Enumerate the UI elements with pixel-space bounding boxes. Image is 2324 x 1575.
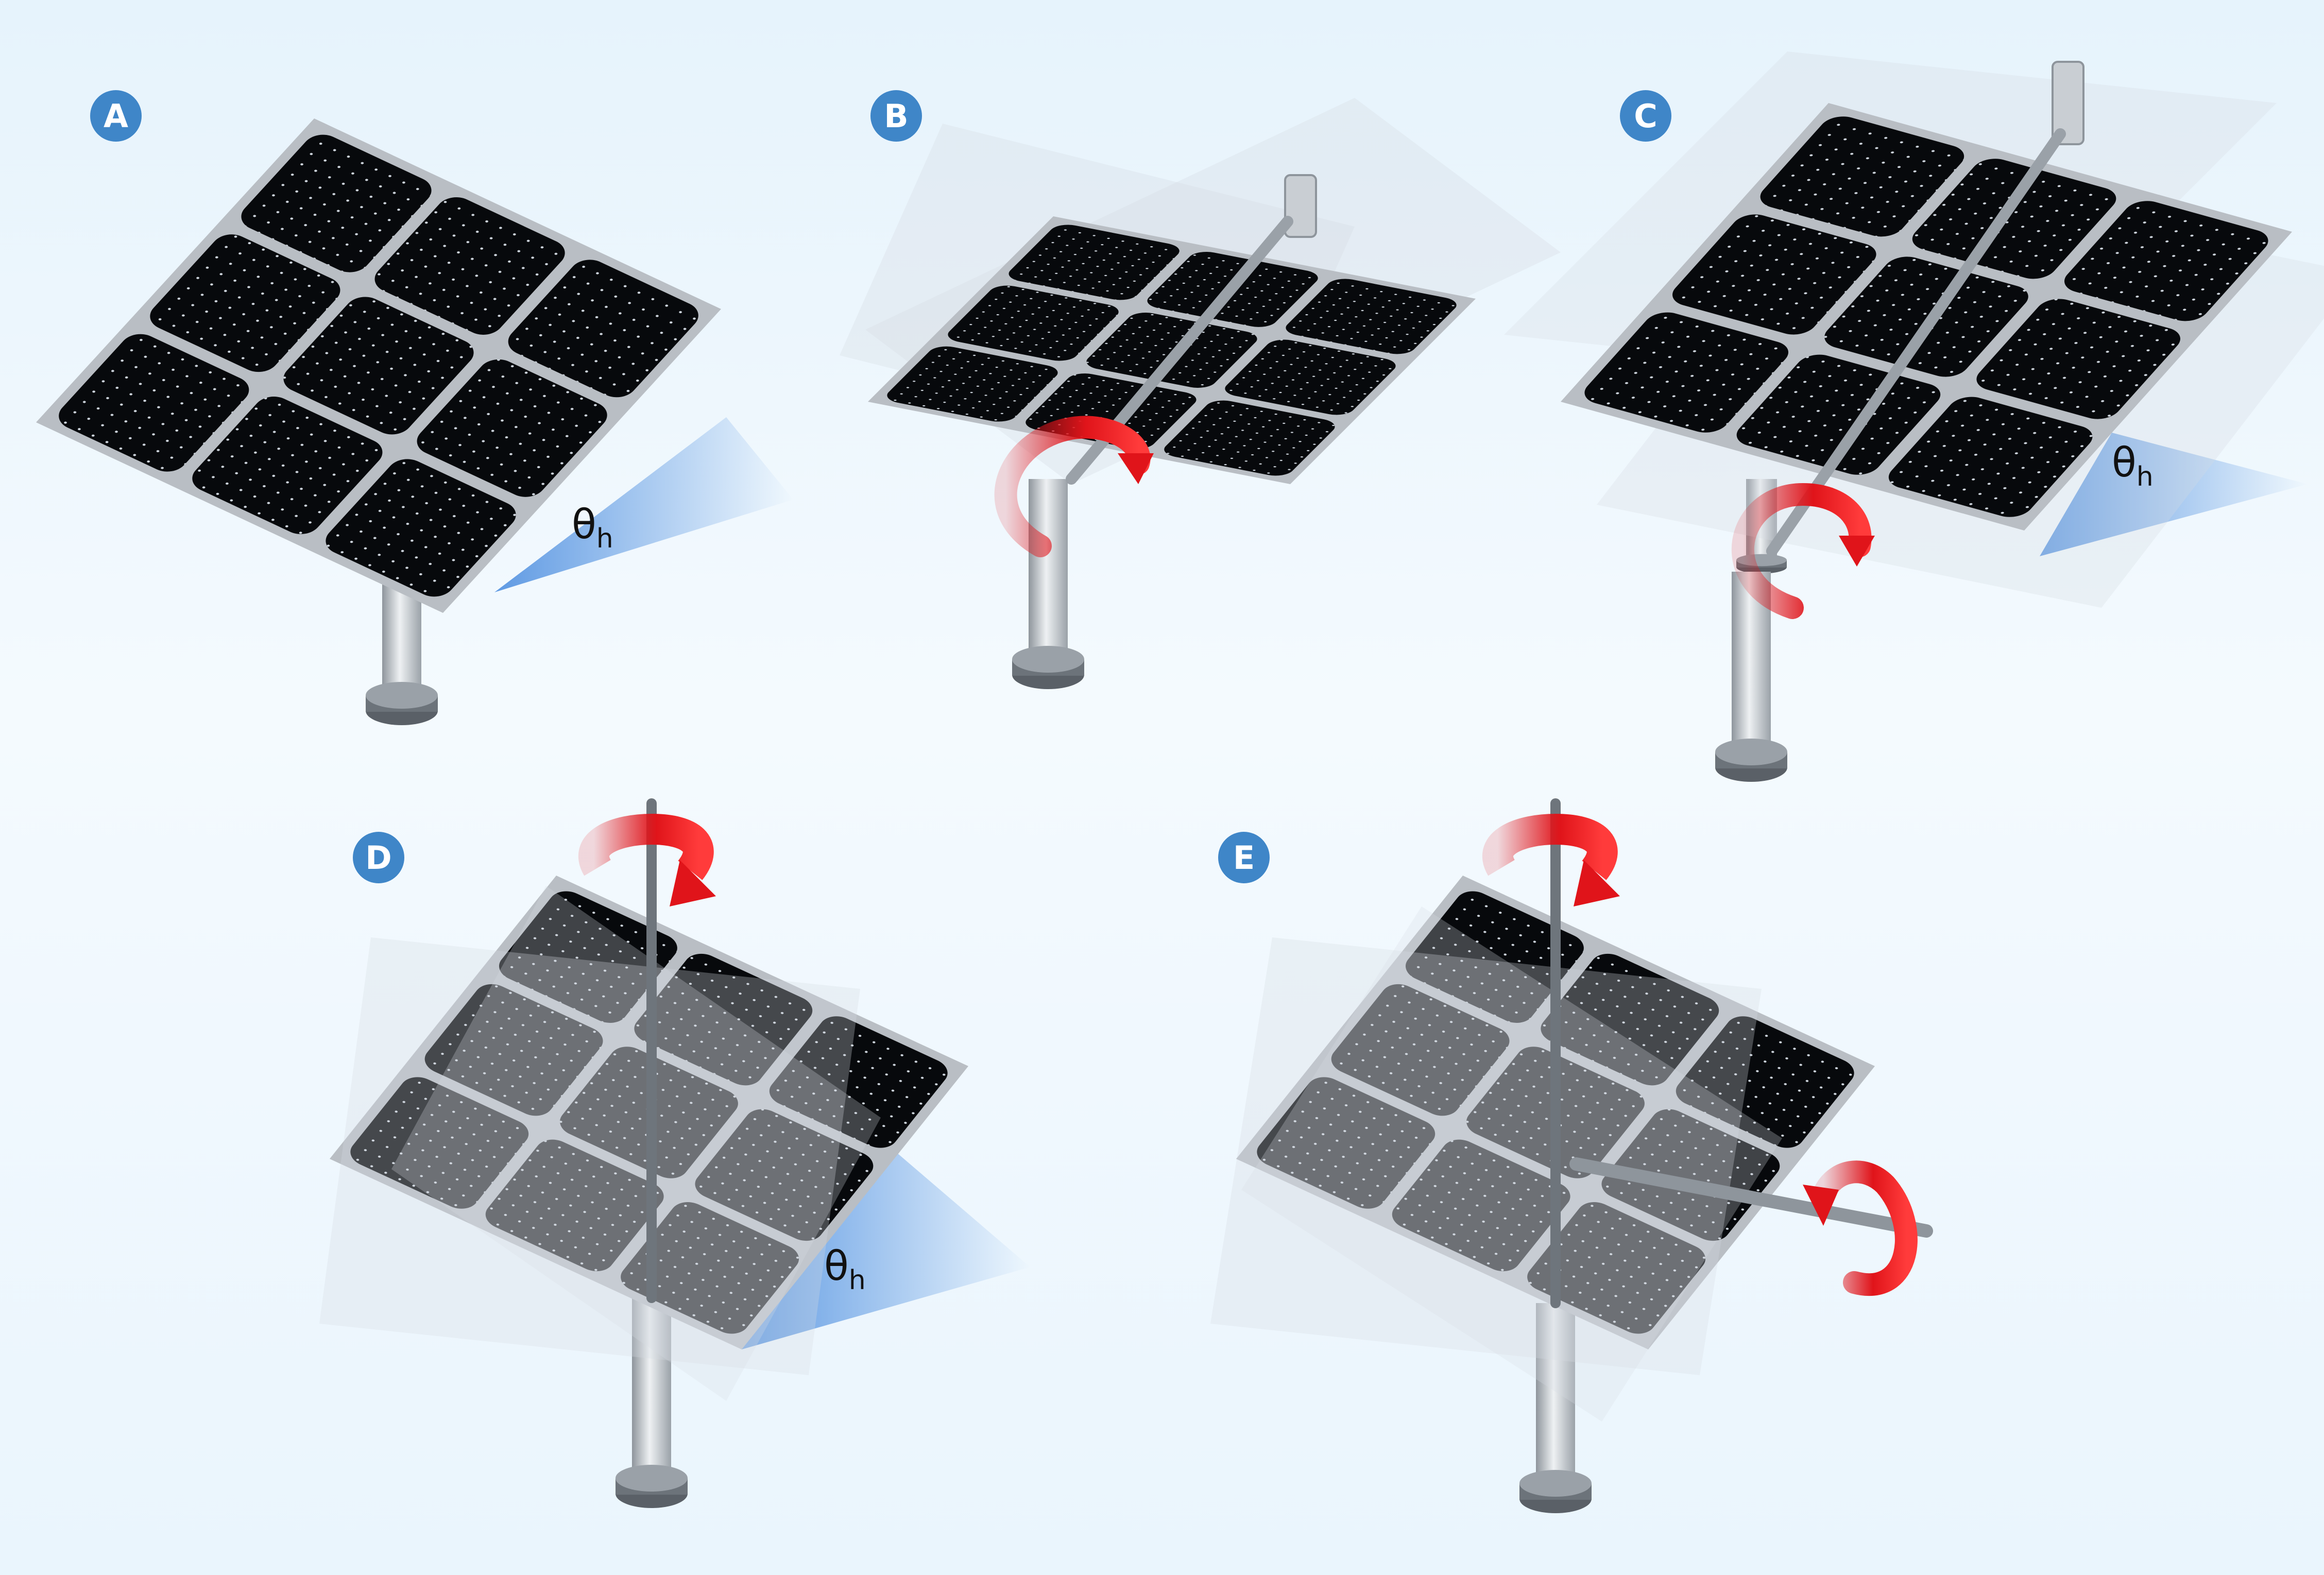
pole-b xyxy=(1012,479,1084,689)
angle-symbol-a: θh xyxy=(572,502,613,554)
curved-rotation-arrow-icon xyxy=(1803,1160,1918,1296)
badge-c-label: C xyxy=(1634,97,1657,135)
rotation-axis-c xyxy=(1766,128,2066,557)
curved-rotation-arrow-icon xyxy=(994,416,1154,557)
bracket-c xyxy=(2052,61,2084,145)
panel-e xyxy=(1210,798,1933,1513)
badge-e-label: E xyxy=(1233,839,1255,877)
curved-rotation-arrow-icon xyxy=(578,813,716,906)
panel-d: θh xyxy=(319,798,1030,1508)
angle-symbol-c: θh xyxy=(2112,440,2154,492)
panel-c: θh xyxy=(1504,52,2324,782)
badge-c: C xyxy=(1620,90,1671,142)
panel-b xyxy=(840,97,1561,689)
badge-b-label: B xyxy=(884,97,908,135)
curved-rotation-arrow-icon xyxy=(1482,813,1620,906)
badge-b: B xyxy=(870,90,922,142)
rotation-axis-e-horizontal xyxy=(1569,1157,1933,1238)
badge-a: A xyxy=(90,90,142,142)
badge-d: D xyxy=(353,832,404,883)
badge-d-label: D xyxy=(365,839,391,877)
angle-symbol-d: θh xyxy=(824,1243,866,1296)
angle-wedge-a xyxy=(494,417,793,592)
curved-rotation-arrow-icon xyxy=(1731,483,1875,619)
badge-a-label: A xyxy=(104,97,128,135)
panel-a: θh xyxy=(36,118,793,725)
badge-e: E xyxy=(1218,832,1270,883)
